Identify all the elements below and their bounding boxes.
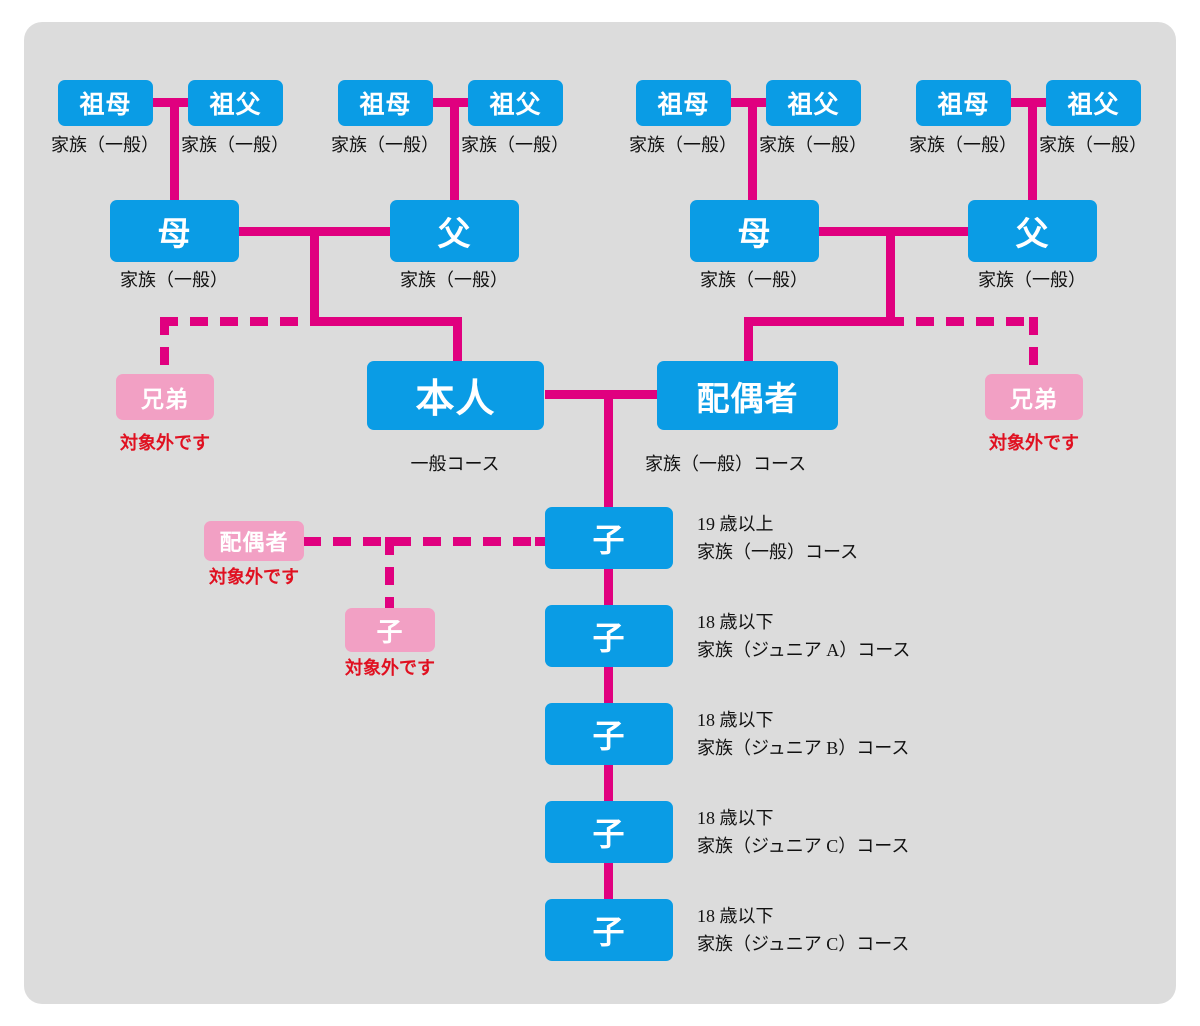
- node-spouse-father[interactable]: 父: [968, 200, 1097, 262]
- caption-child-4-course: 家族（ジュニア C）コース: [697, 836, 910, 856]
- caption-child-4-age: 18 歳以下: [697, 808, 774, 828]
- connector-to-self: [453, 317, 462, 365]
- connector-dashed-self-sibling-drop: [160, 317, 169, 379]
- caption-grandfather-2: 家族（一般）: [461, 135, 569, 155]
- connector-dashed-grandchild-drop: [385, 537, 394, 609]
- connector-gp1-to-mother: [170, 98, 179, 203]
- node-grandfather-3[interactable]: 祖父: [766, 80, 861, 126]
- node-child-5[interactable]: 子: [545, 899, 673, 961]
- connector-dashed-to-spouse-sibling: [886, 317, 1038, 326]
- caption-spouse-course: 家族（一般）コース: [645, 454, 807, 474]
- connector-gp4-to-spouse-father: [1028, 98, 1037, 203]
- caption-grandmother-4: 家族（一般）: [909, 135, 1017, 155]
- node-spouse-sibling[interactable]: 兄弟: [985, 374, 1083, 420]
- connector-gp4-couple: [1010, 98, 1046, 107]
- connector-child1-left-stub: [535, 537, 549, 546]
- caption-child-spouse-excluded: 対象外です: [209, 567, 299, 587]
- caption-grandmother-3: 家族（一般）: [629, 135, 737, 155]
- node-father[interactable]: 父: [390, 200, 519, 262]
- caption-grandmother-2: 家族（一般）: [331, 135, 439, 155]
- caption-self-sibling-excluded: 対象外です: [120, 433, 210, 453]
- caption-child-2-course: 家族（ジュニア A）コース: [697, 640, 911, 660]
- node-grandfather-4[interactable]: 祖父: [1046, 80, 1141, 126]
- connector-gp1-couple: [152, 98, 188, 107]
- node-child-2[interactable]: 子: [545, 605, 673, 667]
- node-child-3[interactable]: 子: [545, 703, 673, 765]
- caption-grandmother-1: 家族（一般）: [51, 135, 159, 155]
- node-child-1[interactable]: 子: [545, 507, 673, 569]
- node-spouse[interactable]: 配偶者: [657, 361, 838, 430]
- node-grandmother-3[interactable]: 祖母: [636, 80, 731, 126]
- caption-grandfather-4: 家族（一般）: [1039, 135, 1147, 155]
- connector-self-spouse-marriage: [545, 390, 660, 399]
- caption-child-1-age: 19 歳以上: [697, 514, 774, 534]
- connector-dashed-spouse-sibling-drop: [1029, 317, 1038, 377]
- caption-self-course: 一般コース: [410, 454, 500, 474]
- caption-mother: 家族（一般）: [120, 270, 228, 290]
- connector-dashed-child-spouse: [303, 537, 547, 546]
- caption-spouse-sibling-excluded: 対象外です: [989, 433, 1079, 453]
- caption-spouse-father: 家族（一般）: [978, 270, 1086, 290]
- connector-self-sibling-bar: [310, 317, 462, 326]
- connector-gp2-couple: [432, 98, 468, 107]
- caption-father: 家族（一般）: [400, 270, 508, 290]
- connector-gp2-to-father: [450, 98, 459, 203]
- caption-grandfather-3: 家族（一般）: [759, 135, 867, 155]
- connector-to-spouse: [744, 317, 753, 365]
- node-spouse-mother[interactable]: 母: [690, 200, 819, 262]
- node-mother[interactable]: 母: [110, 200, 239, 262]
- node-grandmother-1[interactable]: 祖母: [58, 80, 153, 126]
- node-grandmother-4[interactable]: 祖母: [916, 80, 1011, 126]
- node-grandfather-2[interactable]: 祖父: [468, 80, 563, 126]
- node-child-4[interactable]: 子: [545, 801, 673, 863]
- node-child-spouse-excluded[interactable]: 配偶者: [204, 521, 304, 561]
- caption-child-3-course: 家族（ジュニア B）コース: [697, 738, 910, 758]
- connector-parents-drop-left: [310, 227, 319, 326]
- caption-child-1-course: 家族（一般）コース: [697, 542, 859, 562]
- caption-child-5-course: 家族（ジュニア C）コース: [697, 934, 910, 954]
- connector-gp3-to-spouse-mother: [748, 98, 757, 203]
- caption-child-5-age: 18 歳以下: [697, 906, 774, 926]
- connector-dashed-to-self-sibling: [160, 317, 316, 326]
- caption-spouse-mother: 家族（一般）: [700, 270, 808, 290]
- node-self[interactable]: 本人: [367, 361, 544, 430]
- node-grandchild-excluded[interactable]: 子: [345, 608, 435, 652]
- caption-child-2-age: 18 歳以下: [697, 612, 774, 632]
- caption-grandfather-1: 家族（一般）: [181, 135, 289, 155]
- caption-child-3-age: 18 歳以下: [697, 710, 774, 730]
- connector-gp3-couple: [730, 98, 766, 107]
- node-self-sibling[interactable]: 兄弟: [116, 374, 214, 420]
- connector-spouse-sibling-bar: [744, 317, 894, 326]
- connector-parents-drop-right: [886, 227, 895, 326]
- node-grandfather-1[interactable]: 祖父: [188, 80, 283, 126]
- node-grandmother-2[interactable]: 祖母: [338, 80, 433, 126]
- caption-grandchild-excluded: 対象外です: [345, 658, 435, 678]
